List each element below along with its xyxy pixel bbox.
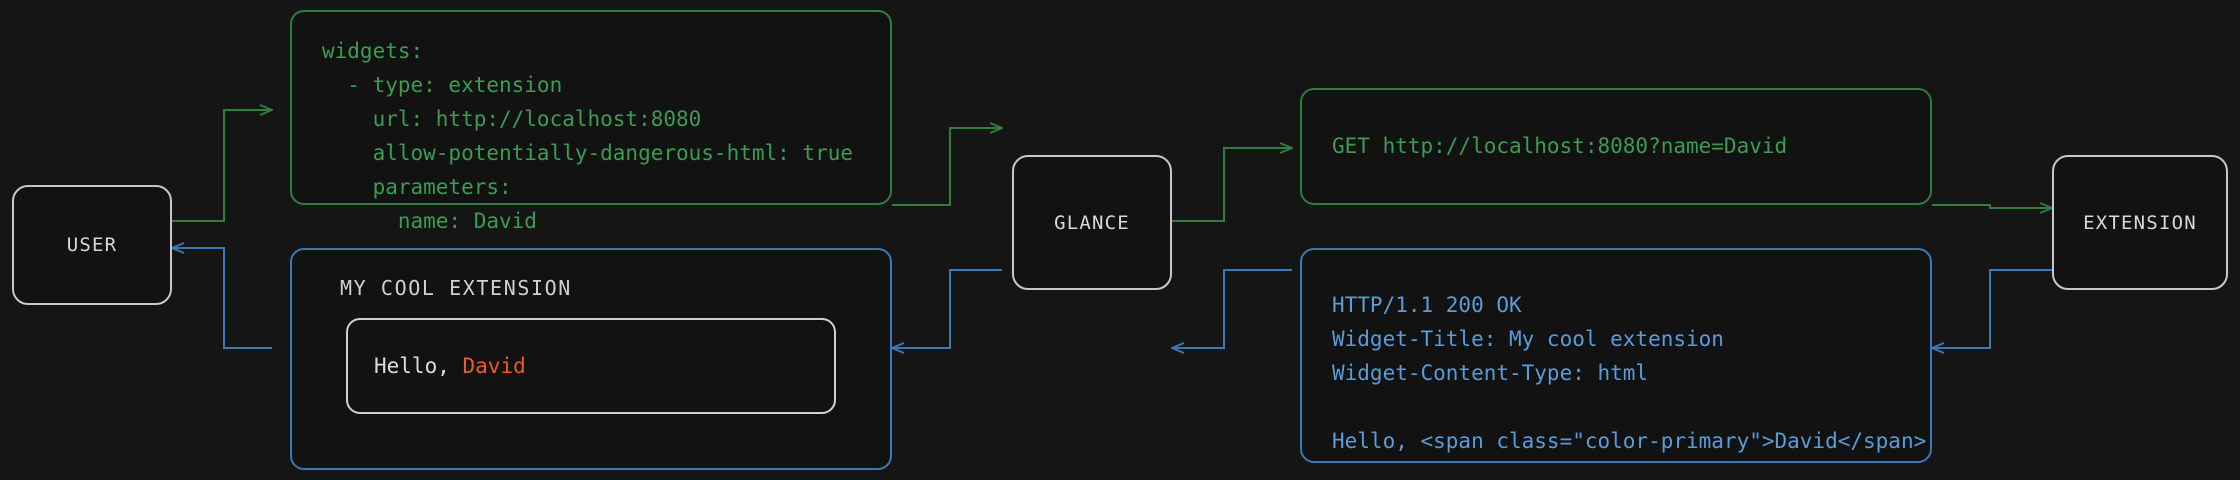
wire-request-to-extension (1932, 205, 2052, 208)
node-extension-label: EXTENSION (2083, 211, 2197, 234)
node-user[interactable]: USER (12, 185, 172, 305)
widget-greeting-name: David (462, 354, 526, 378)
node-extension[interactable]: EXTENSION (2052, 155, 2228, 290)
widget-greeting-prefix: Hello, (374, 354, 463, 378)
wire-user-to-config (172, 110, 272, 222)
wire-response-to-glance (1172, 269, 1292, 348)
wire-extension-to-response (1932, 269, 2052, 348)
widget-preview-title: MY COOL EXTENSION (340, 276, 572, 300)
wire-glance-to-widget (892, 269, 1002, 348)
wire-config-to-glance (892, 128, 1002, 206)
node-glance-label: GLANCE (1054, 211, 1130, 234)
node-user-label: USER (66, 234, 118, 256)
widget-preview-panel: MY COOL EXTENSION Hello, David (290, 248, 892, 470)
widget-preview-card: Hello, David (346, 318, 836, 414)
http-request-box: GET http://localhost:8080?name=David (1300, 88, 1932, 205)
config-yaml-box: widgets: - type: extension url: http://l… (290, 10, 892, 233)
node-glance[interactable]: GLANCE (1012, 155, 1172, 290)
wire-glance-to-request (1172, 148, 1292, 222)
http-response-box: HTTP/1.1 200 OK Widget-Title: My cool ex… (1300, 248, 1932, 463)
wire-widget-to-user (172, 248, 272, 349)
